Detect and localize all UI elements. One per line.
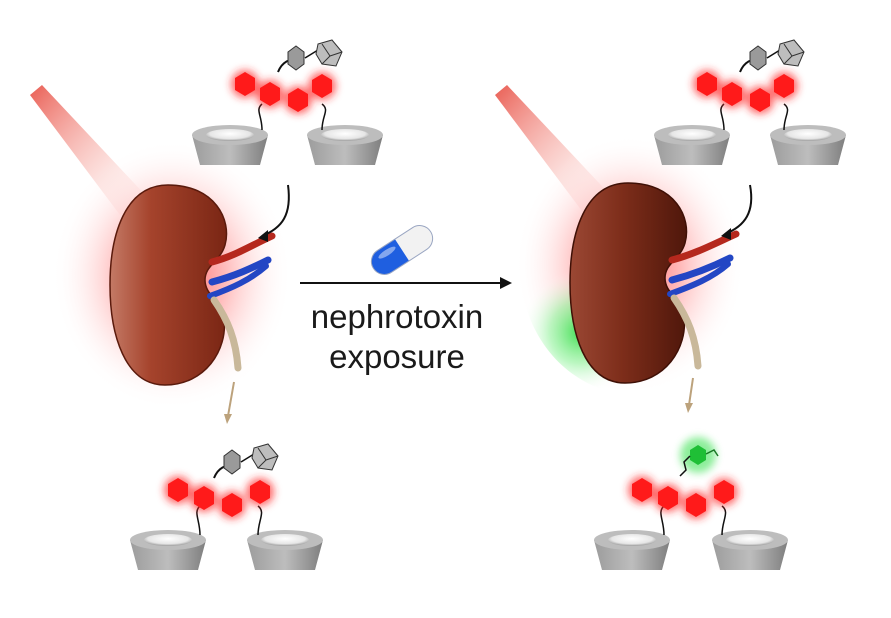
probe-injected — [192, 39, 383, 165]
cyclodextrin-cup-icon — [192, 125, 268, 165]
injection-arrowhead — [258, 230, 268, 242]
renal-vein-2 — [207, 263, 269, 299]
reaction-arrowhead — [500, 277, 512, 289]
red-fluorophore — [231, 70, 336, 114]
cyclodextrin-cup-icon — [307, 125, 383, 165]
ureter — [670, 294, 702, 370]
kidney-icon — [569, 182, 688, 384]
pill-capsule-icon — [370, 225, 434, 275]
cyclodextrin-cup-icon — [712, 530, 788, 570]
after-panel — [495, 39, 846, 570]
probe-cleaved — [594, 437, 788, 570]
excretion-arrow — [227, 381, 235, 417]
excretion-arrowhead — [685, 403, 693, 413]
arrow-label-line1: nephrotoxin — [310, 298, 484, 335]
adamantane-molecule-icon — [277, 39, 343, 73]
cyclodextrin-cup-icon — [770, 125, 846, 165]
red-fluorophore — [164, 476, 274, 519]
renal-vein — [668, 254, 734, 284]
cyclodextrin-cup-icon — [130, 530, 206, 570]
ureter — [210, 296, 242, 372]
excretion-arrowhead — [224, 414, 232, 424]
probe-excreted — [130, 443, 323, 570]
injection-arrowhead — [721, 228, 731, 240]
cyclodextrin-cup-icon — [247, 530, 323, 570]
before-panel — [30, 39, 383, 570]
adamantane-molecule-icon — [739, 39, 805, 73]
renal-vein-2 — [667, 261, 731, 297]
adamantane-molecule-icon — [213, 443, 279, 479]
probe-injected — [654, 39, 846, 165]
cyclodextrin-cup-icon — [594, 530, 670, 570]
green-fluorophore — [679, 437, 719, 477]
excretion-arrow — [688, 377, 694, 406]
cyclodextrin-cup-icon — [654, 125, 730, 165]
red-fluorophore — [628, 476, 738, 519]
red-fluorophore — [693, 70, 798, 114]
kidney-icon — [109, 184, 228, 386]
transition — [300, 225, 512, 289]
arrow-label-line2: exposure — [329, 338, 465, 375]
renal-vein — [208, 256, 272, 286]
